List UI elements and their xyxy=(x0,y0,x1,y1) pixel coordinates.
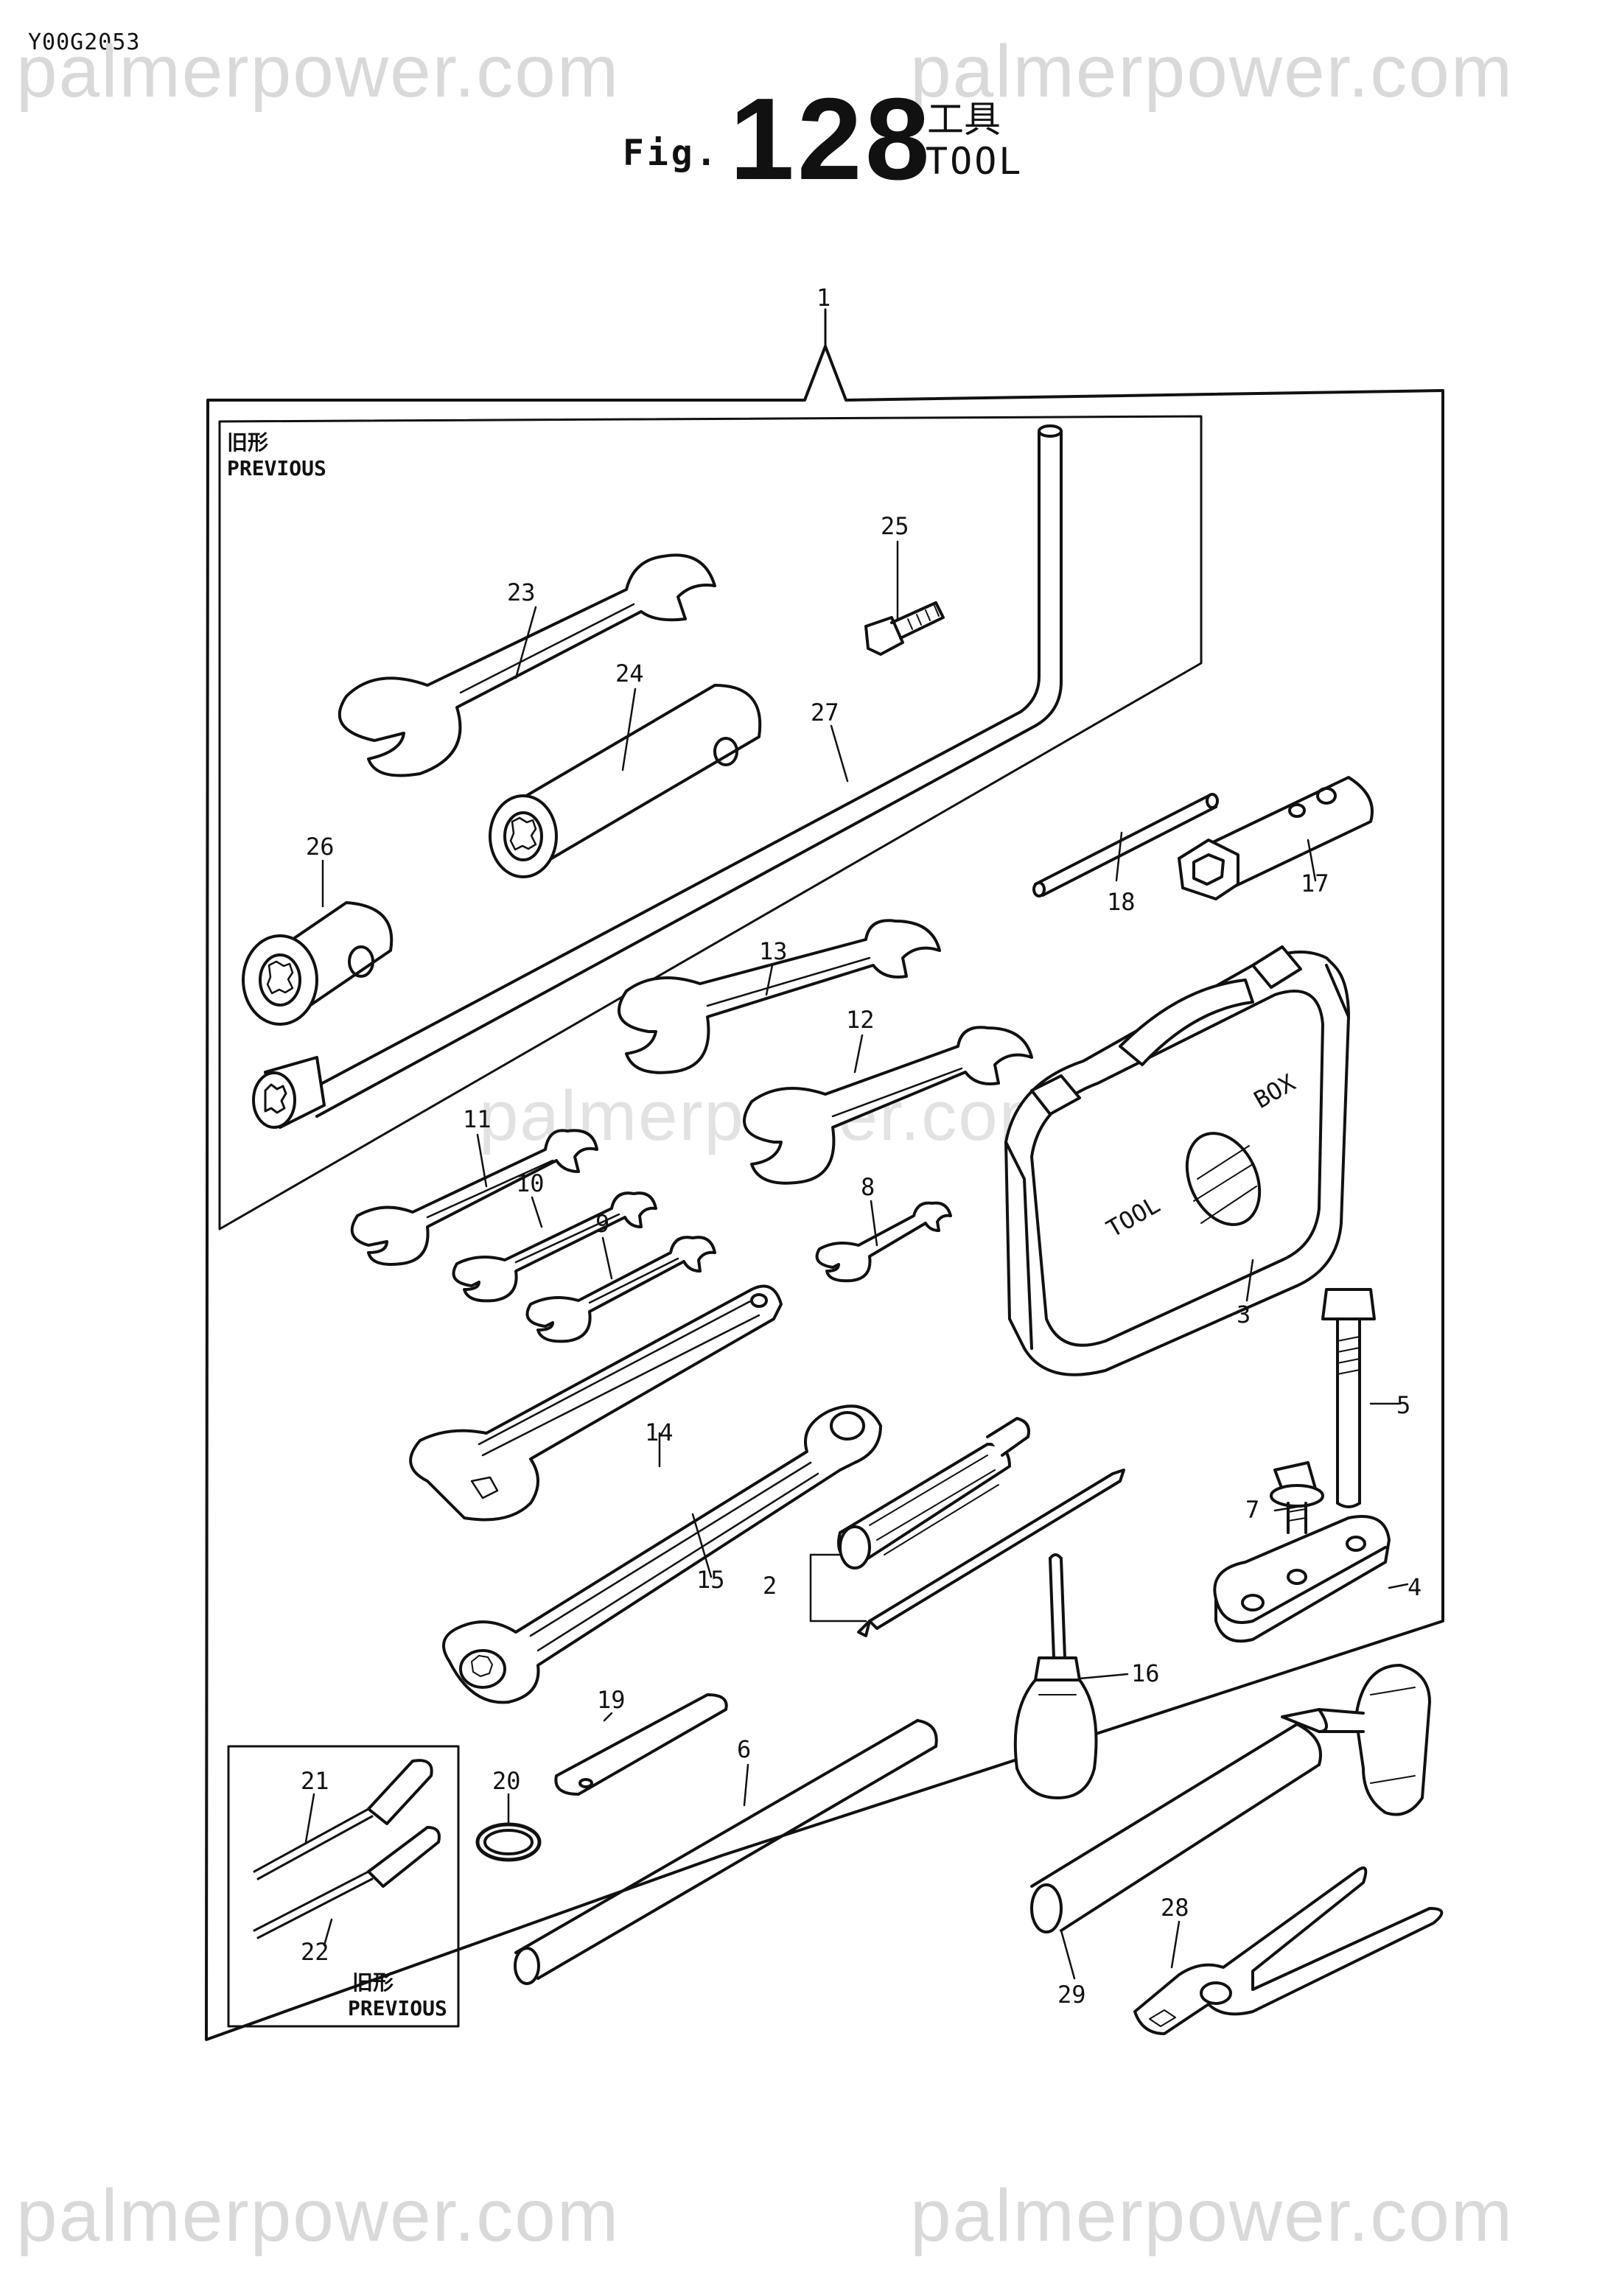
callout-6: 6 xyxy=(737,1735,751,1763)
screwdriver-22-icon xyxy=(253,1826,441,1939)
adjustable-wrench-14-icon xyxy=(409,1284,783,1522)
ring-20-icon xyxy=(475,1822,542,1862)
callout-1: 1 xyxy=(817,284,831,312)
callout-24: 24 xyxy=(615,659,644,687)
callout-25: 25 xyxy=(881,512,909,540)
bolt-25-icon xyxy=(864,601,945,656)
hammer-icon xyxy=(1281,1664,1431,1816)
previous-region-outline xyxy=(218,415,1203,1231)
callout-23: 23 xyxy=(507,578,536,606)
callout-12: 12 xyxy=(846,1006,875,1034)
figure-prefix: Fig. xyxy=(623,133,720,174)
long-bolt-5-icon xyxy=(1321,1288,1376,1508)
figure-number: 128 xyxy=(730,74,933,204)
previous-inset-box xyxy=(227,1745,460,2028)
handle-29-icon xyxy=(1030,1723,1322,1933)
wrench-13-icon xyxy=(618,919,941,1074)
callout-22: 22 xyxy=(301,1938,329,1966)
callout-8: 8 xyxy=(861,1173,875,1201)
box-spanner-17-icon xyxy=(1178,776,1374,900)
wrench-23-icon xyxy=(338,553,716,777)
flange-bolt-7-icon xyxy=(1270,1461,1324,1534)
callout-20: 20 xyxy=(492,1767,521,1795)
tool-box-3-icon: TOOL BOX xyxy=(1004,945,1350,1376)
assembly-outline xyxy=(205,345,1444,2041)
combination-wrench-15-icon xyxy=(442,1404,882,1704)
callout-19: 19 xyxy=(597,1686,626,1714)
wrench-12-icon xyxy=(743,1026,1033,1185)
screwdriver-21-icon xyxy=(253,1759,433,1880)
wrench-10-icon xyxy=(452,1191,657,1303)
callout-5: 5 xyxy=(1396,1391,1410,1419)
screwdriver-2-icon xyxy=(809,1417,1125,1637)
callout-9: 9 xyxy=(595,1210,609,1238)
watermark-top-right: palmerpower.com xyxy=(910,30,1514,113)
callout-11: 11 xyxy=(463,1105,492,1133)
callout-26: 26 xyxy=(306,833,335,861)
strap-19-icon xyxy=(554,1693,728,1796)
callout-29: 29 xyxy=(1057,1981,1086,2009)
callout-16: 16 xyxy=(1131,1659,1160,1687)
previous-label-inset-jp: 旧形 xyxy=(352,1970,394,1995)
socket-26-icon xyxy=(242,901,394,1026)
watermark-top-left: palmerpower.com xyxy=(16,30,620,113)
watermark-bottom-left: palmerpower.com xyxy=(16,2174,620,2257)
socket-24-icon xyxy=(489,684,762,878)
callout-21: 21 xyxy=(301,1767,329,1795)
callout-15: 15 xyxy=(696,1566,725,1594)
wrench-11-icon xyxy=(350,1129,598,1266)
document-id: Y00G2053 xyxy=(28,29,141,55)
wrench-8-icon xyxy=(815,1201,952,1283)
callout-4: 4 xyxy=(1408,1573,1422,1601)
previous-label-upper-jp: 旧形 xyxy=(227,430,268,455)
callout-2: 2 xyxy=(763,1572,777,1600)
watermark-bottom-right: palmerpower.com xyxy=(910,2174,1514,2257)
callout-17: 17 xyxy=(1301,869,1329,897)
previous-label-upper-en: PREVIOUS xyxy=(227,456,326,480)
callout-27: 27 xyxy=(811,699,839,727)
pliers-28-icon xyxy=(1133,1866,1444,2035)
previous-label-inset-en: PREVIOUS xyxy=(348,1996,447,2020)
socket-rod-27-icon xyxy=(252,424,1063,1129)
callout-14: 14 xyxy=(645,1418,674,1446)
plate-4-icon xyxy=(1213,1515,1391,1643)
callout-10: 10 xyxy=(516,1169,545,1197)
callout-18: 18 xyxy=(1107,888,1136,916)
figure-title-en: TOOL xyxy=(926,140,1024,183)
oil-can-16-icon xyxy=(1013,1553,1098,1799)
callout-7: 7 xyxy=(1245,1496,1259,1524)
figure-title-jp: 工具 xyxy=(927,98,1001,141)
rod-18-icon xyxy=(1032,793,1219,897)
wrench-9-icon xyxy=(525,1236,716,1343)
callout-3: 3 xyxy=(1237,1301,1251,1329)
callout-13: 13 xyxy=(759,937,788,965)
round-bar-6-icon xyxy=(514,1719,938,1985)
callout-28: 28 xyxy=(1161,1894,1189,1922)
leader-lines xyxy=(304,540,1409,1980)
